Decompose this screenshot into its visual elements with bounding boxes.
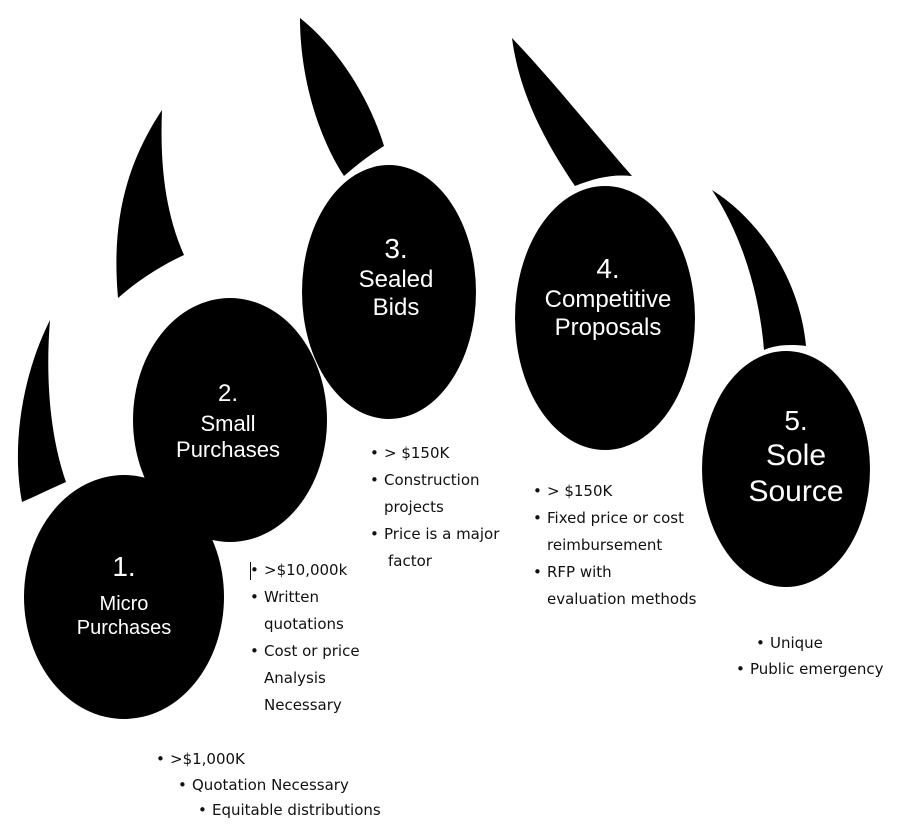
toe-title-4-line-1: Competitive (544, 285, 672, 313)
detail-4-2-line-1: Fixed price or cost (547, 509, 684, 527)
toe-label-2: 2. Small Purchases (148, 380, 308, 464)
detail-3-3-line-1: Price is a major (384, 525, 500, 543)
detail-2-1-line-1: >$10,000k (264, 561, 348, 579)
detail-2-2-line-1: Written (264, 588, 319, 606)
claw-2 (116, 110, 184, 298)
toe-title-3-line-2: Bids (372, 294, 420, 322)
toe-pad-2 (133, 298, 327, 542)
detail-4-3-line-2: evaluation methods (547, 590, 697, 608)
toe-label-1: 1. Micro Purchases (44, 550, 204, 640)
toe-title-4-line-2: Proposals (554, 314, 662, 342)
detail-3-3-line-2: factor (388, 552, 432, 570)
details-list-2: >$10,000k Written quotations Cost or pri… (250, 557, 360, 719)
detail-1-1-line-1: >$1,000K (170, 750, 245, 768)
detail-3-2-line-2: projects (384, 498, 444, 516)
detail-4-1-line-1: > $150K (547, 482, 613, 500)
claw-5 (712, 190, 806, 350)
detail-5-2: Public emergency (736, 656, 884, 683)
toe-title-5-line-1: Sole (765, 438, 827, 472)
detail-3-1: > $150K (370, 440, 499, 467)
toe-title-2-line-1: Small (200, 410, 256, 436)
toe-pad-3 (302, 165, 476, 419)
detail-4-1: > $150K (533, 478, 696, 505)
detail-4-3-line-1: RFP with (547, 563, 612, 581)
detail-3-3: Price is a major factor (370, 521, 499, 575)
details-list-1-line-1: >$1,000K (156, 746, 245, 773)
details-list-5-line-1: Unique (756, 630, 823, 657)
toe-number-2: 2. (217, 380, 238, 407)
details-list-1-line-2: Quotation Necessary (178, 772, 349, 799)
detail-1-3: Equitable distributions (198, 797, 381, 824)
toe-title-3-line-1: Sealed (358, 265, 434, 293)
toe-title-2-line-2: Purchases (176, 437, 280, 463)
details-list-4: > $150K Fixed price or cost reimbursemen… (533, 478, 696, 613)
detail-1-2: Quotation Necessary (178, 772, 349, 799)
claw-1 (17, 320, 66, 502)
toe-label-3: 3. Sealed Bids (316, 232, 476, 323)
detail-2-2: Written quotations (250, 584, 360, 638)
detail-4-2-line-2: reimbursement (547, 536, 663, 554)
detail-5-1-line-1: Unique (770, 634, 823, 652)
details-list-1-line-3: Equitable distributions (198, 797, 381, 824)
claw-4 (512, 38, 632, 186)
detail-4-2: Fixed price or cost reimbursement (533, 505, 696, 559)
toe-title-1-line-1: Micro (99, 592, 149, 615)
toe-number-1: 1. (112, 551, 136, 582)
toe-title-5-line-2: Source (748, 474, 844, 508)
detail-4-3: RFP with evaluation methods (533, 559, 696, 613)
detail-3-1-line-1: > $150K (384, 444, 450, 462)
toe-title-1-line-2: Purchases (76, 616, 172, 639)
details-list-3: > $150K Construction projects Price is a… (370, 440, 499, 575)
detail-2-3-line-2: Analysis (264, 669, 326, 687)
detail-5-1: Unique (756, 630, 823, 657)
detail-1-3-line-1: Equitable distributions (212, 801, 381, 819)
toe-pad-5 (702, 351, 870, 587)
detail-1-2-line-1: Quotation Necessary (192, 776, 349, 794)
detail-5-2-line-1: Public emergency (750, 660, 884, 678)
toe-pad-4 (515, 186, 695, 450)
toe-label-4: 4. Competitive Proposals (518, 252, 698, 343)
detail-1-1: >$1,000K (156, 746, 245, 773)
detail-2-3-line-1: Cost or price (264, 642, 360, 660)
detail-2-1: >$10,000k (250, 557, 360, 584)
claw-3 (300, 18, 384, 176)
detail-2-3-line-3: Necessary (264, 696, 342, 714)
toe-number-5: 5. (784, 405, 808, 436)
toe-label-5: 5. Sole Source (716, 404, 876, 510)
toe-pad-1 (24, 475, 224, 719)
details-list-5-line-2: Public emergency (736, 656, 884, 683)
toe-number-3: 3. (384, 233, 408, 264)
detail-3-2: Construction projects (370, 467, 499, 521)
detail-2-3: Cost or price Analysis Necessary (250, 638, 360, 719)
detail-3-2-line-1: Construction (384, 471, 480, 489)
toe-number-4: 4. (596, 253, 620, 284)
detail-2-2-line-2: quotations (264, 615, 344, 633)
